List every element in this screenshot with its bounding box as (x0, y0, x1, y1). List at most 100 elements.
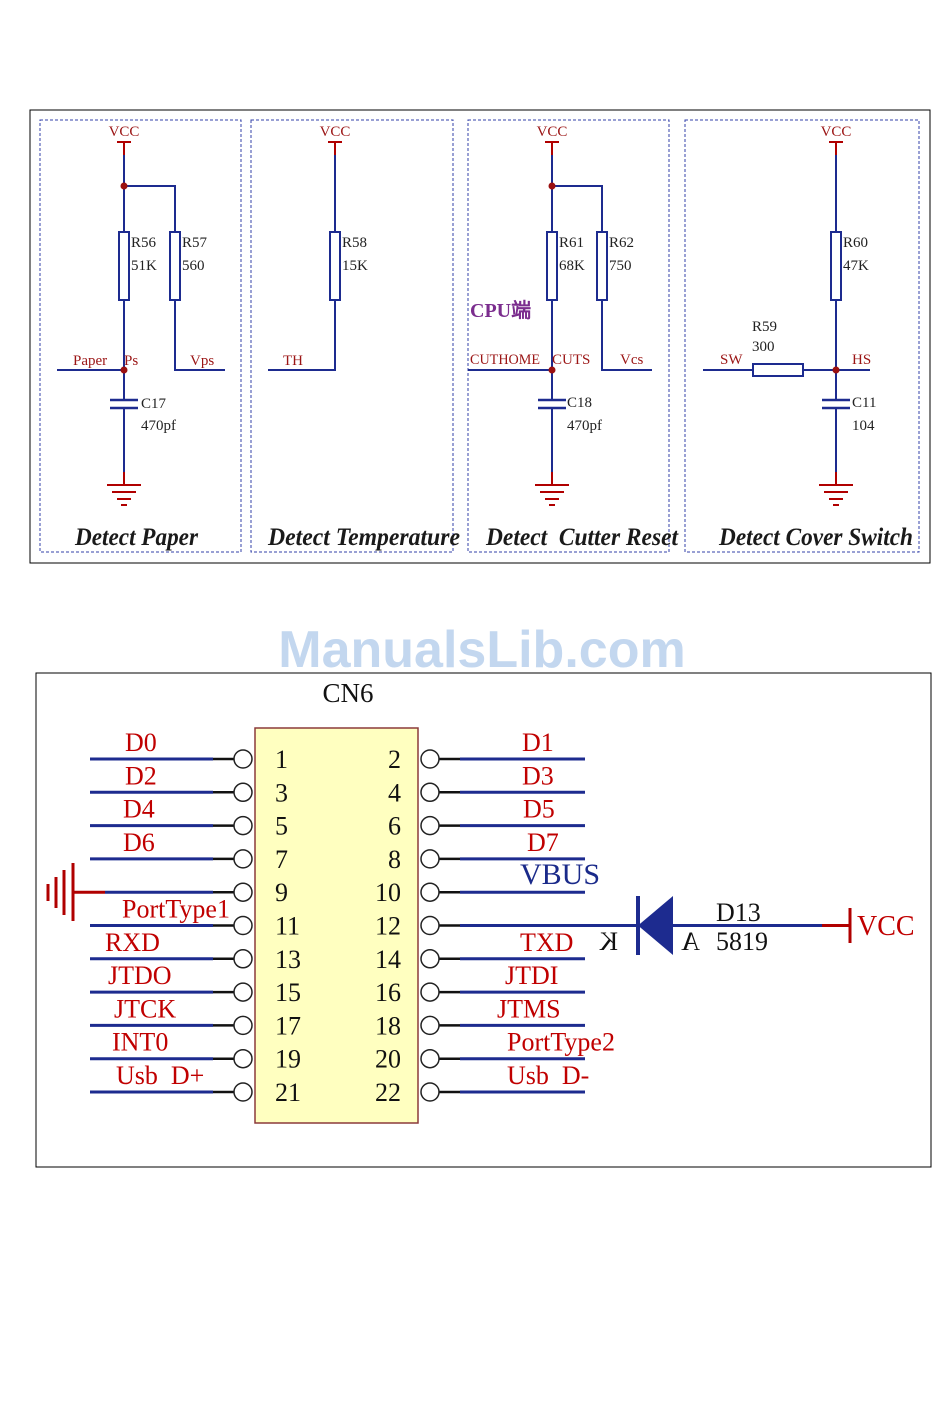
junction-dot (548, 182, 556, 190)
pin-signal-label: JTDO (108, 961, 172, 990)
pin-signal-label: D0 (125, 728, 157, 757)
net-label: CUTS (552, 352, 590, 368)
pin-circle (420, 749, 440, 769)
panel-title: Detect Temperature (267, 524, 460, 551)
pin-circle (233, 1048, 253, 1069)
pin-number: 15 (275, 978, 301, 1007)
pin-circle (420, 915, 440, 936)
connector-schematic: CN6 1D03D25D47D6911PortType113RXD15JTDO1… (35, 672, 932, 1168)
diode-cathode-label: K (599, 927, 618, 956)
pin-signal-label: INT0 (112, 1028, 168, 1057)
vcc-symbol-icon (829, 141, 843, 155)
capacitor-value: 470pf (567, 418, 602, 434)
net-label: TH (283, 353, 303, 369)
ground-icon (107, 472, 141, 506)
pin-circle (233, 1082, 253, 1102)
resistor-r59 (752, 363, 804, 377)
watermark: ManualsLib.com (278, 621, 685, 679)
ground-icon (819, 472, 853, 506)
pin-circle (233, 915, 253, 936)
pin-signal-label: D6 (123, 828, 155, 857)
resistor-r60 (830, 231, 842, 301)
cn6-pin-7: 7D6 (90, 828, 288, 874)
pin-number: 20 (375, 1045, 401, 1074)
circuit-wires (703, 155, 870, 472)
pin-number: 11 (275, 912, 300, 941)
pin-number: 4 (388, 778, 401, 807)
diode-part: 5819 (716, 927, 768, 956)
connector-pins: 1D03D25D47D6911PortType113RXD15JTDO17JTC… (90, 728, 638, 1107)
cn6-pin-6: 6D5 (388, 795, 585, 841)
resistor-r61 (546, 231, 558, 301)
resistor-ref: R58 (342, 235, 367, 251)
connector-schematic-frame (35, 672, 932, 1168)
pin-signal-label: D4 (123, 795, 155, 824)
resistor-r58 (329, 231, 341, 301)
capacitor-ref: C17 (141, 396, 167, 412)
vcc-symbol-icon (117, 141, 131, 155)
resistor-ref: R62 (609, 235, 634, 251)
pin-number: 9 (275, 878, 288, 907)
pin-number: 19 (275, 1045, 301, 1074)
circuit-wires (268, 155, 336, 371)
pin-number: 1 (275, 745, 288, 774)
pin-number: 13 (275, 945, 301, 974)
capacitor-c11 (822, 398, 850, 410)
circuit-wires (468, 155, 652, 472)
sensor-schematic-frame (29, 109, 931, 564)
cn6-pin-9: 9 (105, 878, 288, 907)
cn6-pin-10: 10 VBUS (375, 858, 600, 907)
connector-ref: CN6 (322, 678, 373, 708)
resistor-ref: R61 (559, 235, 584, 251)
pin-signal-label: JTCK (114, 994, 176, 1023)
vcc-label: VCC (857, 911, 915, 942)
capacitor-value: 470pf (141, 418, 176, 434)
panel-border (684, 119, 920, 553)
net-label: SW (720, 352, 743, 368)
vcc-supply: VCC (822, 908, 915, 943)
cn6-pin-3: 3 D2 (90, 761, 288, 807)
pin-signal-label: Usb D+ (116, 1061, 204, 1090)
vcc-label: VCC (537, 124, 568, 140)
cn6-pin-20: 20 PortType2 (375, 1028, 615, 1074)
pin-signal-label: JTMS (497, 994, 561, 1023)
pin-number: 3 (275, 778, 288, 807)
pin-circle (420, 1048, 440, 1069)
pin-signal-label: PortType2 (507, 1028, 615, 1057)
resistor-r62 (596, 231, 608, 301)
resistor-ref: R60 (843, 235, 868, 251)
resistor-value: 300 (752, 339, 775, 355)
panel-detect-temperature: VCC R58 15K TH Detect Temperature (250, 119, 460, 553)
pin-circle (420, 882, 440, 902)
pin-number: 18 (375, 1011, 401, 1040)
pin-signal-label: VBUS (520, 858, 600, 891)
pin-number: 5 (275, 812, 288, 841)
resistor-value: 47K (843, 258, 869, 274)
cn6-pin-2: 2D1 (388, 728, 585, 774)
pin-signal-label: D1 (522, 728, 554, 757)
pin-number: 8 (388, 845, 401, 874)
pin-circle (233, 815, 253, 836)
diode-d13: K A D13 5819 (599, 896, 822, 956)
pin-circle (420, 982, 440, 1002)
cn6-pin-1: 1 D0 (90, 728, 288, 774)
cn6-pin-4: 4 D3 (388, 761, 585, 807)
pin-signal-label: TXD (520, 928, 573, 957)
pin-signal-label: D3 (522, 761, 554, 790)
cpu-side-note: CPU端 (470, 299, 531, 322)
pin-signal-label: D2 (125, 761, 157, 790)
ground-icon (46, 863, 105, 921)
panel-detect-cutter-reset: VCC R61 68K R62 750 CPU端 CUTHOME CUTS Vc… (467, 119, 679, 553)
pin-number: 10 (375, 878, 401, 907)
panel-border (250, 119, 454, 553)
panel-border (39, 119, 242, 553)
pin-circle (420, 1015, 440, 1036)
pin-circle (420, 849, 440, 869)
panel-title: Detect Paper (74, 524, 198, 551)
diode-icon (638, 896, 673, 955)
vcc-label: VCC (320, 124, 351, 140)
